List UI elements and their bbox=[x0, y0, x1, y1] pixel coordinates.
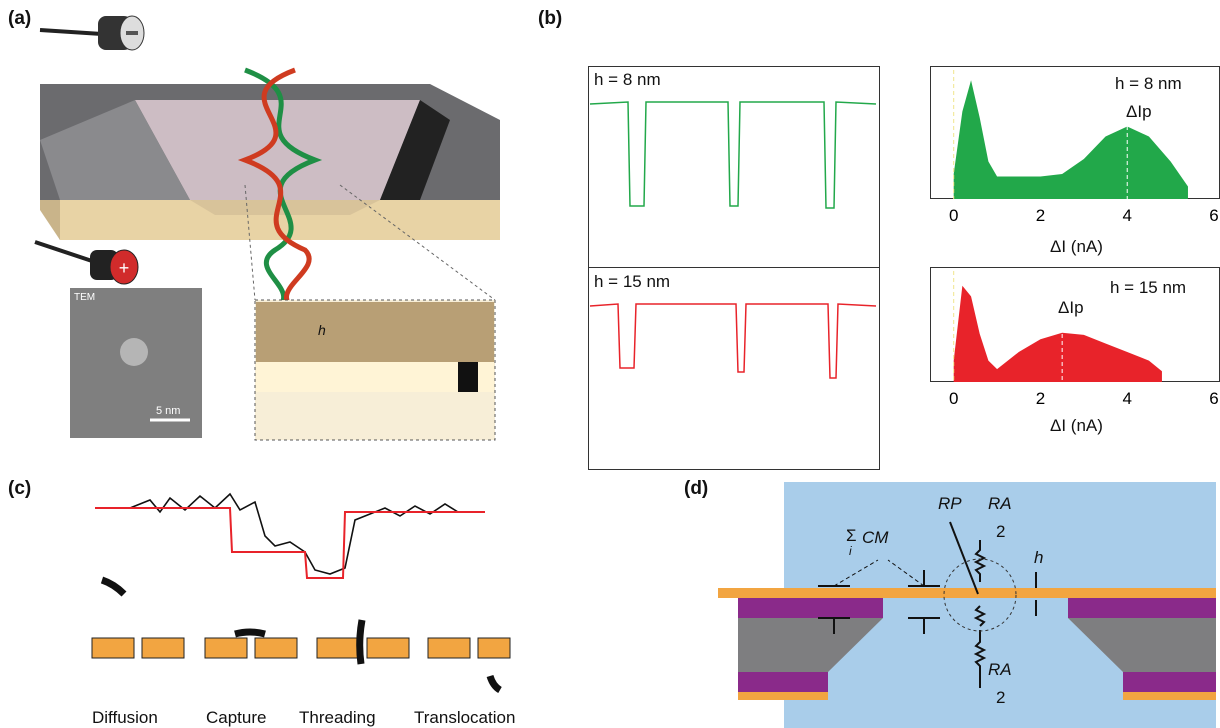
panel-a-label: (a) bbox=[8, 8, 32, 29]
histograms: 0 2 4 6 0 2 4 6 bbox=[949, 70, 1219, 408]
panel-b-label: (b) bbox=[538, 8, 563, 29]
x-tick-label: 2 bbox=[1036, 389, 1045, 408]
histogram-area-2 bbox=[953, 285, 1162, 382]
trace-box bbox=[588, 66, 880, 470]
translocation-stages bbox=[91, 576, 511, 694]
positive-electrode-icon: + bbox=[34, 240, 139, 285]
panel-a-illustration: + bbox=[34, 15, 500, 441]
hist-top-peak-label: ΔIp bbox=[1126, 102, 1152, 121]
current-traces bbox=[589, 101, 877, 379]
x-tick-label: 4 bbox=[1122, 389, 1131, 408]
x-tick-label: 6 bbox=[1209, 206, 1218, 225]
svg-text:+: + bbox=[119, 258, 130, 278]
hist-top-label: h = 8 nm bbox=[1115, 74, 1182, 93]
ra-bottom-denominator: 2 bbox=[996, 688, 1006, 707]
ra-bottom-label: RA bbox=[988, 660, 1012, 679]
h-label-circuit: h bbox=[1034, 548, 1044, 567]
stage-label-translocation: Translocation bbox=[414, 708, 516, 727]
scale-bar-label: 5 nm bbox=[156, 405, 181, 417]
trace-top-label: h = 8 nm bbox=[594, 70, 661, 89]
x-tick-label: 2 bbox=[1036, 206, 1045, 225]
x-tick-label: 0 bbox=[949, 389, 958, 408]
h-label-inset: h bbox=[318, 322, 326, 338]
panel-c-label: (c) bbox=[8, 478, 32, 499]
cm-label: CM bbox=[862, 528, 889, 547]
noisy-current-trace bbox=[129, 492, 459, 575]
panel-d-label: (d) bbox=[684, 478, 709, 499]
tem-label: TEM bbox=[74, 292, 96, 303]
stage-label-threading: Threading bbox=[299, 708, 376, 727]
rp-label: RP bbox=[938, 494, 962, 513]
x-tick-label: 6 bbox=[1209, 389, 1218, 408]
panel-c-illustration bbox=[91, 492, 511, 694]
x-tick-label: 4 bbox=[1122, 206, 1131, 225]
cm-index: i bbox=[849, 544, 852, 558]
x-tick-label: 0 bbox=[949, 206, 958, 225]
cm-sum-symbol: Σ bbox=[846, 526, 857, 545]
dna-helix-illustration bbox=[237, 67, 323, 313]
negative-electrode-icon bbox=[39, 15, 145, 51]
hist-top-xlabel: ΔI (nA) bbox=[1050, 237, 1103, 256]
hist-bottom-xlabel: ΔI (nA) bbox=[1050, 416, 1103, 435]
ra-top-denominator: 2 bbox=[996, 522, 1006, 541]
trace-8nm bbox=[589, 101, 877, 209]
histogram-area-1 bbox=[953, 80, 1188, 199]
trace-15nm bbox=[589, 303, 877, 379]
hist-bottom-label: h = 15 nm bbox=[1110, 278, 1187, 297]
fit-current-trace bbox=[95, 507, 485, 579]
ra-top-label: RA bbox=[988, 494, 1012, 513]
panel-d-circuit bbox=[718, 482, 1216, 728]
hist-bottom-peak-label: ΔIp bbox=[1058, 298, 1084, 317]
trace-bottom-label: h = 15 nm bbox=[594, 272, 671, 291]
stage-label-diffusion: Diffusion bbox=[92, 708, 158, 727]
stage-label-capture: Capture bbox=[206, 708, 267, 727]
